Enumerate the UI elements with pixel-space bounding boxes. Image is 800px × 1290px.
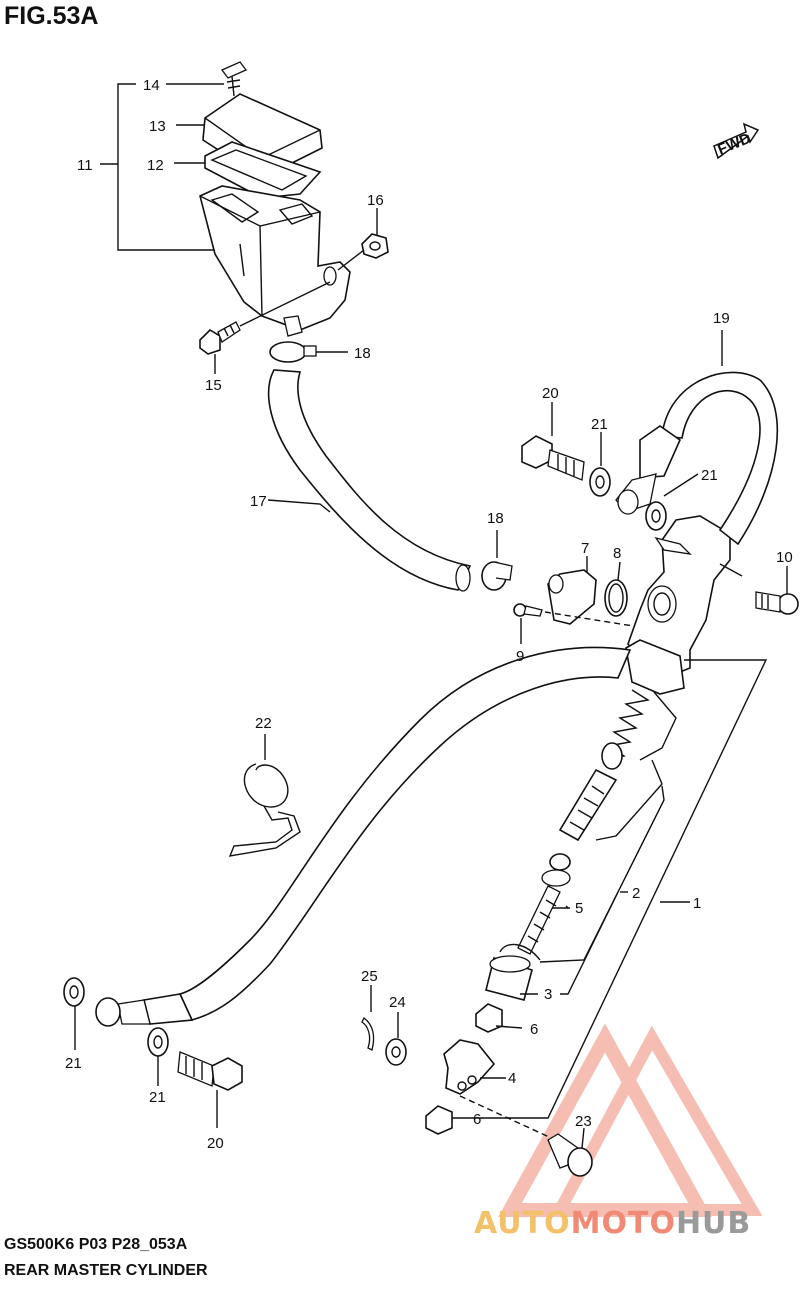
reservoir-body [199, 185, 351, 337]
callout-20-lower: 20 [207, 1135, 224, 1152]
sealing-washer-lower-2 [147, 1027, 169, 1057]
locknut-upper [475, 1003, 503, 1033]
callout-16: 16 [367, 192, 384, 209]
master-cylinder-body [625, 515, 743, 695]
mounting-bolt-right [755, 591, 799, 615]
callout-5: 5 [575, 900, 583, 917]
piston-cup [601, 742, 623, 770]
callout-21-upper-1: 21 [591, 416, 608, 433]
watermark-part-moto: MOTO [570, 1206, 676, 1241]
callout-17: 17 [250, 493, 267, 510]
callout-24: 24 [389, 994, 406, 1011]
callout-8: 8 [613, 545, 621, 562]
reservoir-fitting [547, 569, 597, 625]
hose-end-fitting-lower [95, 993, 194, 1027]
callout-21-lower-1: 21 [65, 1055, 82, 1072]
callout-11: 11 [77, 157, 93, 174]
callout-18-upper: 18 [354, 345, 371, 362]
locknut-lower [425, 1105, 453, 1135]
figure-title: FIG.53A [4, 2, 99, 30]
reservoir-nut [361, 233, 389, 259]
callout-14: 14 [143, 77, 160, 94]
reservoir-hose [267, 369, 472, 592]
callout-6-upper: 6 [530, 1021, 538, 1038]
callout-13: 13 [149, 118, 166, 135]
watermark-text: AUTOMOTOHUB [474, 1206, 751, 1241]
banjo-bolt-upper [521, 435, 585, 481]
callout-19: 19 [713, 310, 730, 327]
callout-2: 2 [632, 885, 640, 902]
callout-20-upper: 20 [542, 385, 559, 402]
clevis-pin [547, 1133, 593, 1177]
spring-clip [228, 763, 301, 857]
fwd-arrow-icon: FWD [713, 122, 760, 160]
callout-22: 22 [255, 715, 272, 732]
brake-hose-lower [178, 646, 632, 1021]
callout-10: 10 [776, 549, 793, 566]
hose-clamp-upper [269, 341, 317, 363]
callout-4: 4 [508, 1070, 516, 1087]
sealing-washer-upper-1 [589, 467, 611, 497]
callout-21-upper-2: 21 [701, 467, 718, 484]
hose-clamp-lower [481, 561, 513, 591]
o-ring [604, 579, 628, 617]
fwd-label: FWD [715, 130, 753, 159]
watermark-part-auto: AUTO [474, 1206, 571, 1241]
banjo-bolt-lower [177, 1051, 243, 1091]
callout-9: 9 [516, 648, 524, 665]
clevis [443, 1039, 496, 1095]
brake-hose-upper [615, 371, 779, 546]
watermark-logo [498, 1023, 763, 1217]
watermark-part-hub: HUB [675, 1206, 752, 1241]
callout-3: 3 [544, 986, 552, 1003]
callout-6-lower: 6 [473, 1111, 481, 1128]
sealing-washer-lower-1 [63, 977, 85, 1007]
callout-21-lower-2: 21 [149, 1089, 166, 1106]
model-code: GS500K6 P03 P28_053A [4, 1236, 188, 1253]
callout-1: 1 [693, 895, 701, 912]
fitting-screw [513, 603, 543, 617]
reservoir-bolt [199, 321, 241, 355]
pushrod [499, 853, 571, 961]
plain-washer [385, 1038, 407, 1066]
callout-23: 23 [575, 1113, 592, 1130]
pushrod-boot [485, 955, 533, 1001]
callout-18-lower: 18 [487, 510, 504, 527]
figure-caption: REAR MASTER CYLINDER [4, 1262, 208, 1279]
reservoir-screw [220, 61, 248, 97]
callout-15: 15 [205, 377, 222, 394]
callout-12: 12 [147, 157, 164, 174]
piston [558, 768, 618, 842]
callout-25: 25 [361, 968, 378, 985]
callout-7: 7 [581, 540, 589, 557]
sealing-washer-upper-2 [645, 501, 667, 531]
cotter-pin [361, 1017, 375, 1051]
reservoir-plate [204, 141, 322, 199]
